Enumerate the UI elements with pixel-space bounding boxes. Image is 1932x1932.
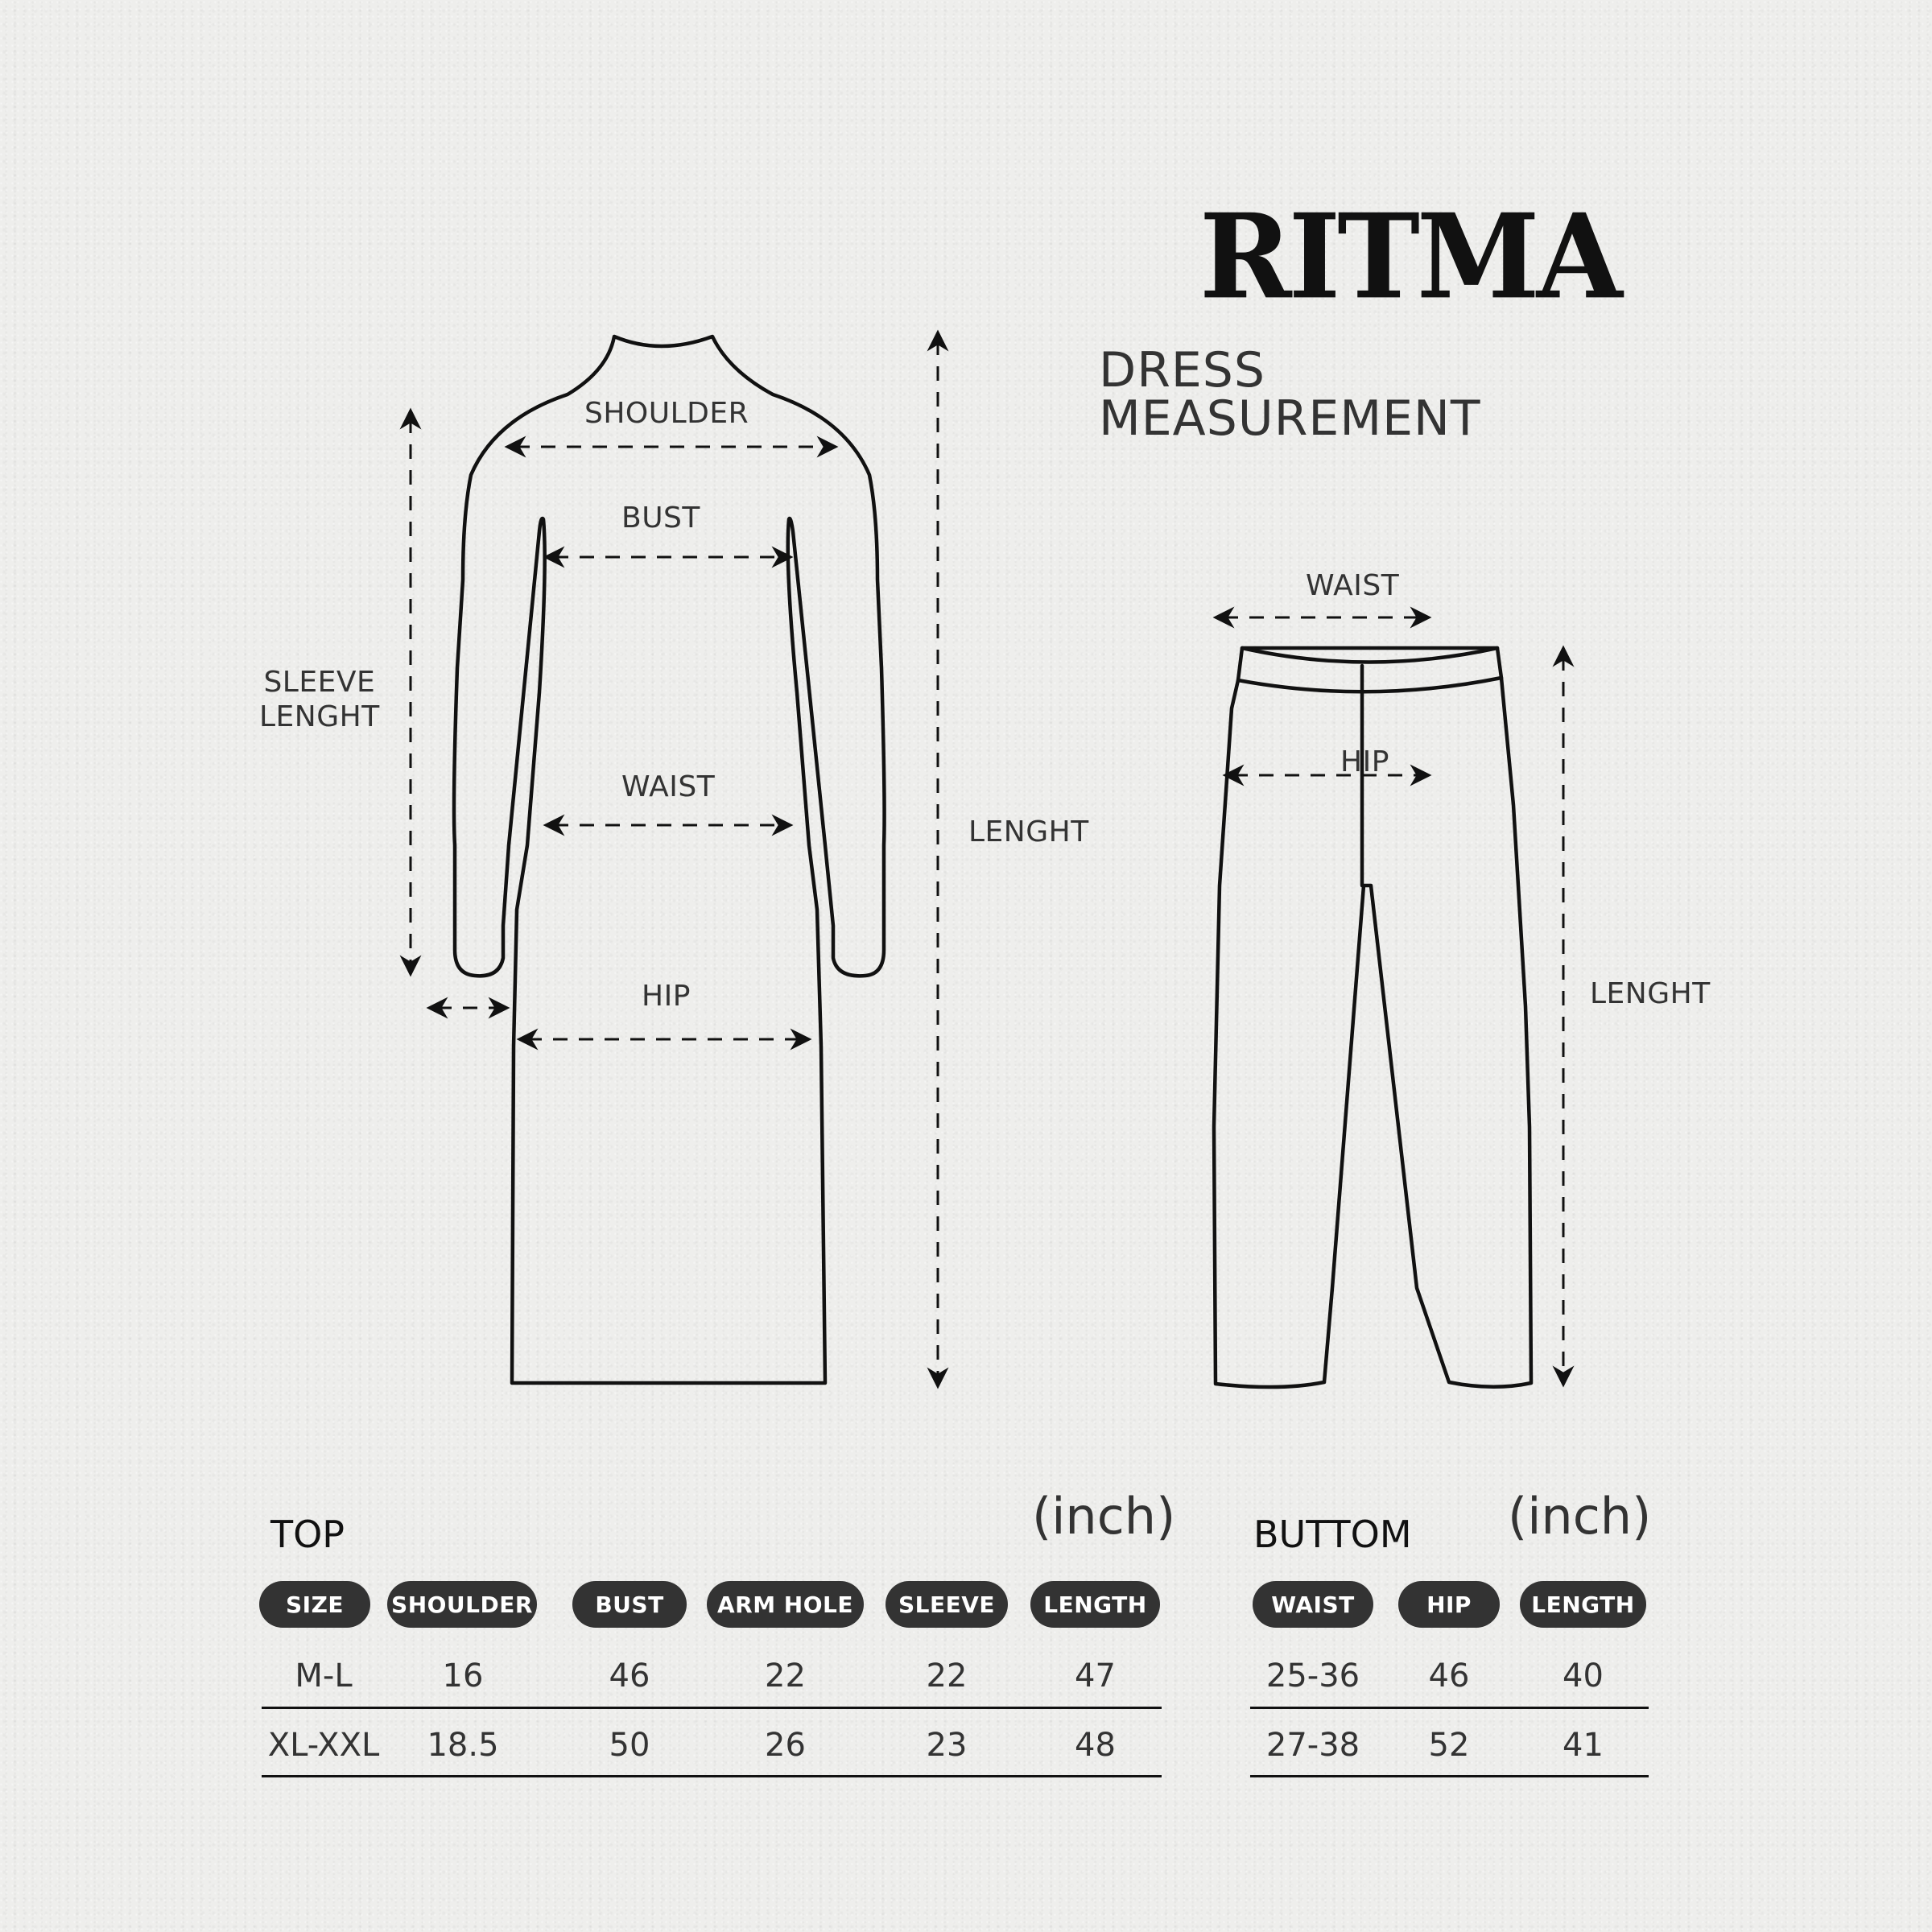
bottom-cell-waist: 27-38 [1265,1727,1360,1764]
top-header-size: SIZE [259,1581,370,1628]
top-cell-shoulder: 18.5 [427,1727,499,1764]
bottom-row-divider [1250,1775,1649,1777]
bottom-header-length: LENGTH [1520,1581,1646,1628]
top-cell-armhole: 26 [765,1727,806,1764]
dress-outline [452,334,886,1385]
top-cell-size: M-L [295,1657,353,1695]
bottom-cell-length: 40 [1563,1657,1604,1695]
dress-bust-label: BUST [621,502,700,535]
top-cell-length: 47 [1075,1657,1116,1695]
sleeve-label-line2: LENGHT [259,700,380,734]
top-cell-size: XL-XXL [267,1727,380,1764]
dress-shoulder-label: SHOULDER [584,397,749,430]
bottom-table-title: BUTTOM [1253,1513,1412,1556]
dress-sleeve-length-label: SLEEVE LENGHT [259,665,380,734]
bottom-header-hip: HIP [1398,1581,1500,1628]
pants-length-label: LENGHT [1590,977,1711,1010]
top-table-unit: (inch) [1032,1487,1176,1546]
dress-length-label: LENGHT [968,815,1089,848]
top-table-title: TOP [270,1513,345,1556]
pants-hip-label: HIP [1340,745,1389,778]
sleeve-label-line1: SLEEVE [263,666,376,699]
dress-hip-label: HIP [642,980,691,1013]
bottom-row-divider [1250,1707,1649,1709]
top-cell-armhole: 22 [765,1657,806,1695]
top-cell-sleeve: 22 [926,1657,968,1695]
bottom-cell-hip: 52 [1428,1727,1470,1764]
page-title: DRESS MEASUREMENT [1099,342,1481,447]
bottom-cell-length: 41 [1563,1727,1604,1764]
bottom-header-waist: WAIST [1253,1581,1373,1628]
top-header-sleeve: SLEEVE [886,1581,1008,1628]
top-row-divider [262,1775,1162,1777]
top-header-length: LENGTH [1030,1581,1160,1628]
top-header-armhole: ARM HOLE [707,1581,864,1628]
top-header-shoulder: SHOULDER [387,1581,537,1628]
top-cell-bust: 46 [609,1657,650,1695]
top-cell-shoulder: 16 [442,1657,484,1695]
top-cell-length: 48 [1075,1727,1116,1764]
top-header-bust: BUST [572,1581,687,1628]
top-cell-sleeve: 23 [926,1727,968,1764]
top-cell-bust: 50 [609,1727,650,1764]
bottom-table-unit: (inch) [1508,1487,1652,1546]
top-row-divider [262,1707,1162,1709]
dress-waist-label: WAIST [621,770,716,803]
brand-logo: RITMA [1199,187,1623,326]
pants-waist-label: WAIST [1306,569,1400,602]
bottom-cell-waist: 25-36 [1265,1657,1360,1695]
bottom-cell-hip: 46 [1428,1657,1470,1695]
